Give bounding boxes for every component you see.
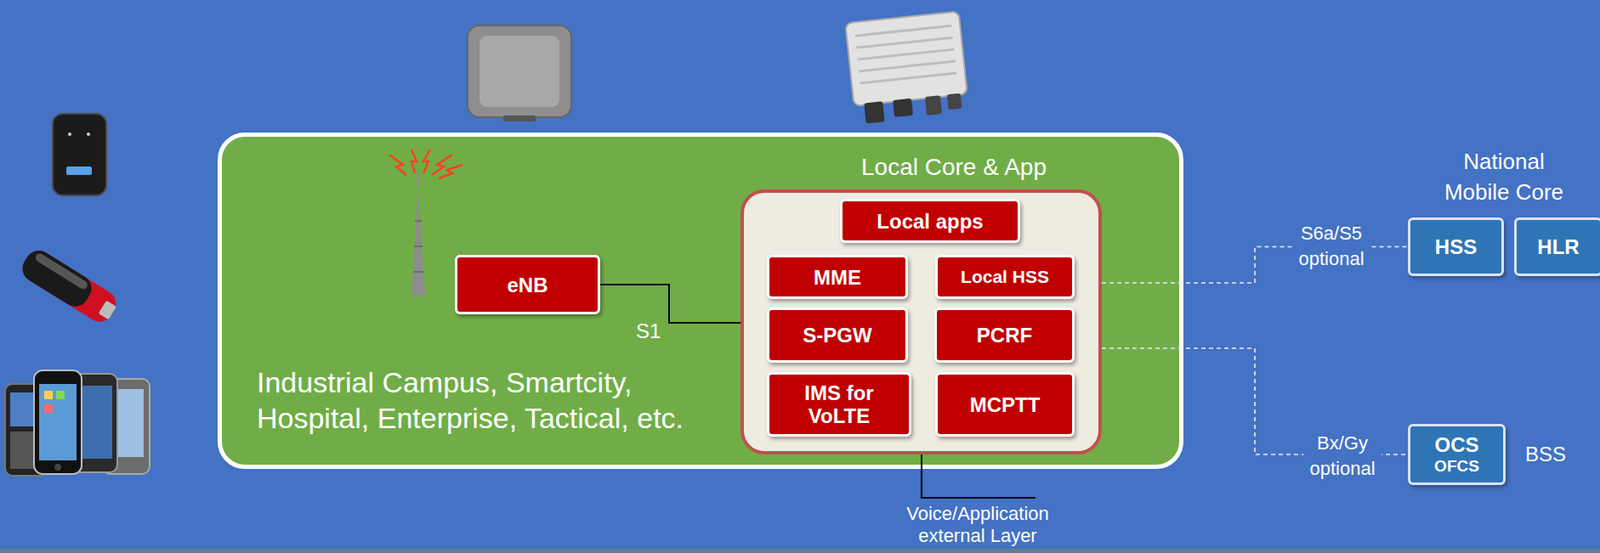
node-label: S-PGW	[802, 323, 872, 347]
outdoor-unit	[863, 101, 885, 124]
node-label: MCPTT	[970, 393, 1041, 417]
usb-dongle	[17, 245, 122, 328]
handset-group	[10, 431, 45, 470]
handset-group	[5, 370, 150, 477]
function-box: Local apps	[839, 198, 1021, 244]
node-label: OFCS	[1434, 457, 1480, 477]
charging-box: OCSOFCS	[1407, 424, 1506, 486]
enodeb-box: eNB	[454, 255, 601, 315]
handset-group	[44, 391, 53, 400]
node-label: HSS	[1435, 235, 1477, 259]
leader-line	[921, 454, 1036, 499]
radio-signal	[423, 149, 431, 174]
handset-group	[56, 391, 65, 400]
handset-group	[44, 404, 53, 414]
outdoor-unit	[845, 11, 968, 106]
usb-dongle	[17, 245, 122, 328]
bottom-strip	[0, 549, 1600, 553]
usb-dongle	[17, 245, 97, 313]
function-box: MCPTT	[935, 372, 1075, 437]
radio-signal	[431, 154, 453, 176]
outdoor-unit	[856, 37, 953, 48]
function-box: Local HSS	[935, 255, 1075, 300]
label-holder: National Mobile Core	[1440, 146, 1568, 208]
handset-group	[34, 370, 82, 475]
outdoor-unit	[857, 49, 954, 60]
handset-group	[73, 374, 118, 473]
edge-label-holder: S1	[635, 318, 670, 345]
edge-label-holder: S6a/S5 optional	[1292, 221, 1371, 273]
mifi-device	[66, 166, 92, 176]
mifi-device	[52, 113, 107, 196]
radio-tower	[411, 188, 426, 296]
radio-signal	[438, 164, 463, 179]
interface-label: S1	[635, 318, 670, 345]
outdoor-unit	[860, 73, 957, 84]
mifi-device	[52, 113, 107, 196]
radio-tower	[411, 174, 426, 296]
indoor-cpe	[467, 25, 572, 122]
radio-tower	[413, 271, 424, 273]
node-label: HLR	[1537, 235, 1579, 259]
handset-group	[54, 464, 62, 471]
indoor-cpe	[467, 25, 572, 118]
outdoor-unit	[855, 25, 952, 36]
node-label: Local HSS	[960, 266, 1050, 288]
node-label: OCS	[1434, 433, 1479, 458]
core-server-box: HSS	[1407, 217, 1504, 277]
indoor-cpe	[479, 35, 560, 108]
bottom-strip	[0, 549, 1600, 553]
site-region: Industrial Campus, Smartcity, Hospital, …	[217, 132, 1184, 470]
outdoor-unit	[845, 11, 970, 125]
radio-signal	[389, 154, 407, 176]
handset-group	[10, 392, 45, 427]
region-caption: Industrial Campus, Smartcity, Hospital, …	[256, 364, 708, 437]
interface-label: Bx/Gy optional	[1303, 431, 1382, 483]
system-label: BSS	[1525, 442, 1585, 468]
radio-tower	[417, 174, 420, 189]
handset-group	[107, 389, 144, 458]
leader-line	[921, 454, 1036, 499]
node-label: MME	[813, 266, 862, 290]
outdoor-unit	[924, 95, 942, 116]
indoor-cpe	[503, 115, 536, 122]
radio-signal	[389, 149, 463, 179]
section-heading: Local Core & App	[861, 153, 1047, 182]
group-label: National Mobile Core	[1440, 146, 1568, 208]
handset-group	[102, 379, 150, 475]
function-box: S-PGW	[766, 307, 908, 364]
function-box: MME	[766, 255, 908, 300]
core-server-box: HLR	[1514, 217, 1600, 277]
edge-label-holder: Bx/Gy optional	[1303, 431, 1382, 483]
node-label: Local apps	[876, 209, 983, 233]
mifi-device	[86, 132, 91, 137]
handset-group	[5, 384, 50, 477]
node-label: PCRF	[976, 323, 1033, 347]
interface-link	[600, 284, 741, 324]
outdoor-unit	[892, 98, 914, 118]
label-holder: BSS	[1525, 442, 1585, 468]
outdoor-unit	[947, 93, 963, 111]
connector-group	[600, 247, 1408, 456]
local-core-box: Local Core & AppLocal appsMMELocal HSSS-…	[740, 189, 1102, 455]
radio-signal	[411, 149, 417, 174]
function-box: IMS for VoLTE	[766, 372, 912, 437]
layer-label: Voice/Application external Layer	[892, 503, 1063, 548]
radio-tower	[414, 245, 423, 248]
label-holder: Voice/Application external Layer	[892, 503, 1063, 548]
handset-group	[39, 384, 77, 461]
radio-tower	[414, 220, 422, 222]
usb-dongle	[34, 252, 90, 292]
mifi-device	[68, 132, 72, 137]
function-box: PCRF	[934, 307, 1075, 364]
interface-label: S6a/S5 optional	[1292, 221, 1371, 273]
node-label: IMS for VoLTE	[783, 381, 895, 428]
handset-group	[78, 385, 113, 460]
node-label: eNB	[506, 273, 548, 297]
usb-dongle	[98, 300, 117, 321]
outdoor-unit	[858, 61, 955, 72]
